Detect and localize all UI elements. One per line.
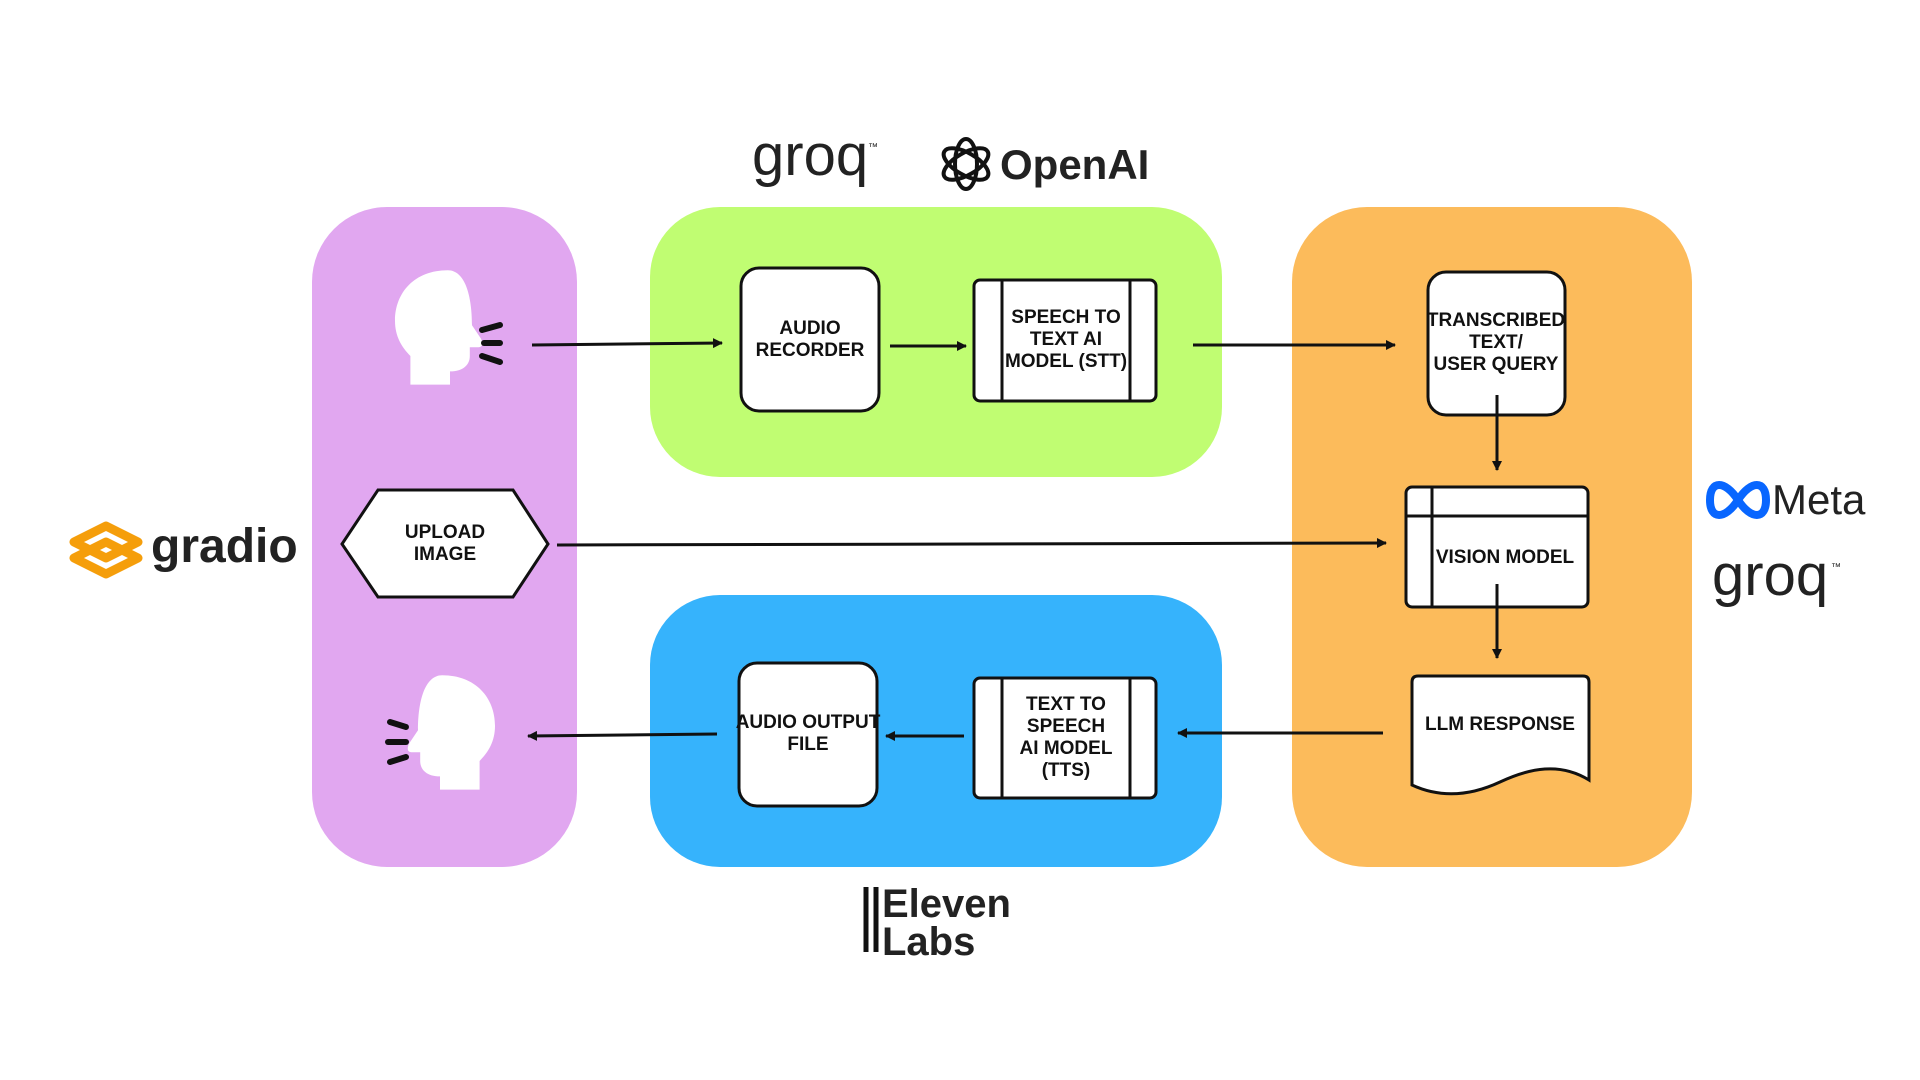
arrow-speaker-to-recorder — [531, 338, 723, 349]
speech-lines-icon — [385, 719, 409, 765]
meta-logo: Meta — [1705, 476, 1866, 523]
vision-model-label: VISION MODEL — [1436, 547, 1575, 568]
node-label-line: IMAGE — [414, 544, 476, 565]
openai-logo-text: OpenAI — [1000, 141, 1149, 188]
gradio-logo-text: gradio — [151, 520, 298, 573]
node-label-line: RECORDER — [756, 340, 865, 361]
speaking-head-icon — [395, 270, 483, 385]
node-label-line: SPEECH TO — [1011, 307, 1120, 328]
node-label-line: TRANSCRIBED — [1427, 310, 1565, 331]
speaking-head-icon — [407, 675, 495, 790]
node-label-line: FILE — [787, 734, 828, 755]
groq-logo-top: groq — [752, 123, 868, 188]
node-label-line: AUDIO OUTPUT — [736, 712, 881, 733]
arrow-output-to-speaker — [527, 730, 718, 741]
meta-infinity-icon — [1705, 481, 1771, 519]
node-label-line: AI MODEL — [1020, 738, 1113, 759]
openai-icon — [941, 137, 991, 191]
speech-lines-icon — [479, 322, 503, 365]
gradio-icon — [69, 521, 143, 579]
node-label-line: TEXT TO — [1026, 694, 1106, 715]
node-label-line: AUDIO — [779, 318, 840, 339]
node-label-line: SPEECH — [1027, 716, 1105, 737]
node-label-line: (TTS) — [1042, 760, 1091, 781]
elevenlabs-line1: Eleven — [882, 882, 1011, 926]
openai-logo: OpenAI — [941, 137, 1149, 191]
arrow-image-to-vision — [556, 538, 1387, 549]
groq-logo-right: groq — [1712, 543, 1828, 608]
elevenlabs-logo: Eleven Labs — [863, 882, 1011, 964]
node-label-line: USER QUERY — [1434, 354, 1559, 375]
node-label-line: MODEL (STT) — [1005, 351, 1127, 372]
node-label-line: VISION MODEL — [1436, 547, 1575, 568]
elevenlabs-line2: Labs — [882, 920, 975, 964]
node-label-line: LLM RESPONSE — [1425, 714, 1575, 735]
meta-logo-text: Meta — [1772, 476, 1866, 523]
node-label-line: TEXT/ — [1469, 332, 1524, 353]
groq-tm-right: ™ — [1831, 562, 1841, 573]
llm-response-label: LLM RESPONSE — [1425, 714, 1575, 735]
groq-tm-top: ™ — [868, 142, 878, 153]
node-label-line: TEXT AI — [1030, 329, 1102, 350]
gradio-logo: gradio — [69, 520, 298, 579]
llm-response-node: LLM RESPONSE — [1410, 674, 1591, 796]
node-label-line: UPLOAD — [405, 522, 485, 543]
